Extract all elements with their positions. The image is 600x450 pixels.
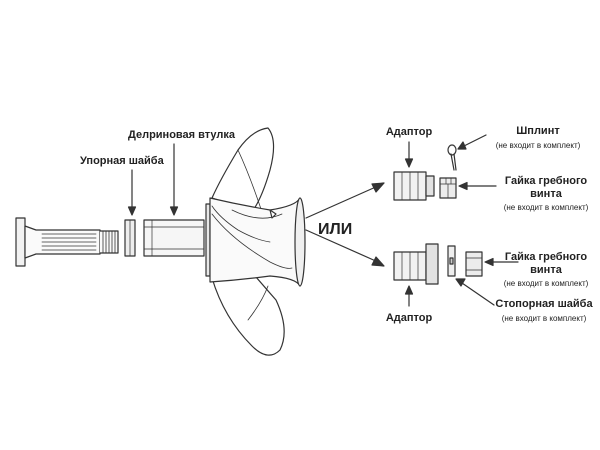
prop-nut-top-note: (не входит в комплект) <box>503 203 589 212</box>
shaft-thread <box>102 230 116 254</box>
prop-nut-bottom-note: (не входит в комплект) <box>503 279 589 288</box>
lock-washer <box>447 245 456 277</box>
prop-nut-bottom-label-line1: Гайка гребного <box>504 251 588 263</box>
adapter-bottom <box>393 243 439 285</box>
adapter-top <box>393 171 435 201</box>
prop-nut-bottom-label-line2: винта <box>530 264 562 276</box>
cotter-pin-note: (не входит в комплект) <box>495 141 581 150</box>
cotter-pin-label: Шплинт <box>516 125 560 137</box>
adapter-top-label: Адаптор <box>385 126 433 138</box>
split-arrows <box>305 182 385 267</box>
prop-nut-top-label-line1: Гайка гребного <box>504 175 588 187</box>
lock-washer-label: Стопорная шайба <box>495 298 593 310</box>
prop-nut-top-label-line2: винта <box>530 188 562 200</box>
propeller <box>205 127 306 356</box>
delrin-sleeve-label: Делриновая втулка <box>128 129 235 141</box>
leader-arrows <box>127 134 519 307</box>
adapter-bottom-label: Адаптор <box>385 312 433 324</box>
cotter-pin <box>447 144 457 171</box>
or-label: ИЛИ <box>318 221 353 238</box>
shaft-splines <box>41 233 97 251</box>
propeller-shaft <box>15 217 119 267</box>
delrin-sleeve <box>143 219 205 257</box>
lock-washer-note: (не входит в комплект) <box>501 314 587 323</box>
thrust-washer-label: Упорная шайба <box>80 155 164 167</box>
prop-nut-bottom <box>465 251 483 277</box>
thrust-washer <box>124 219 136 257</box>
prop-nut-top <box>439 177 457 199</box>
